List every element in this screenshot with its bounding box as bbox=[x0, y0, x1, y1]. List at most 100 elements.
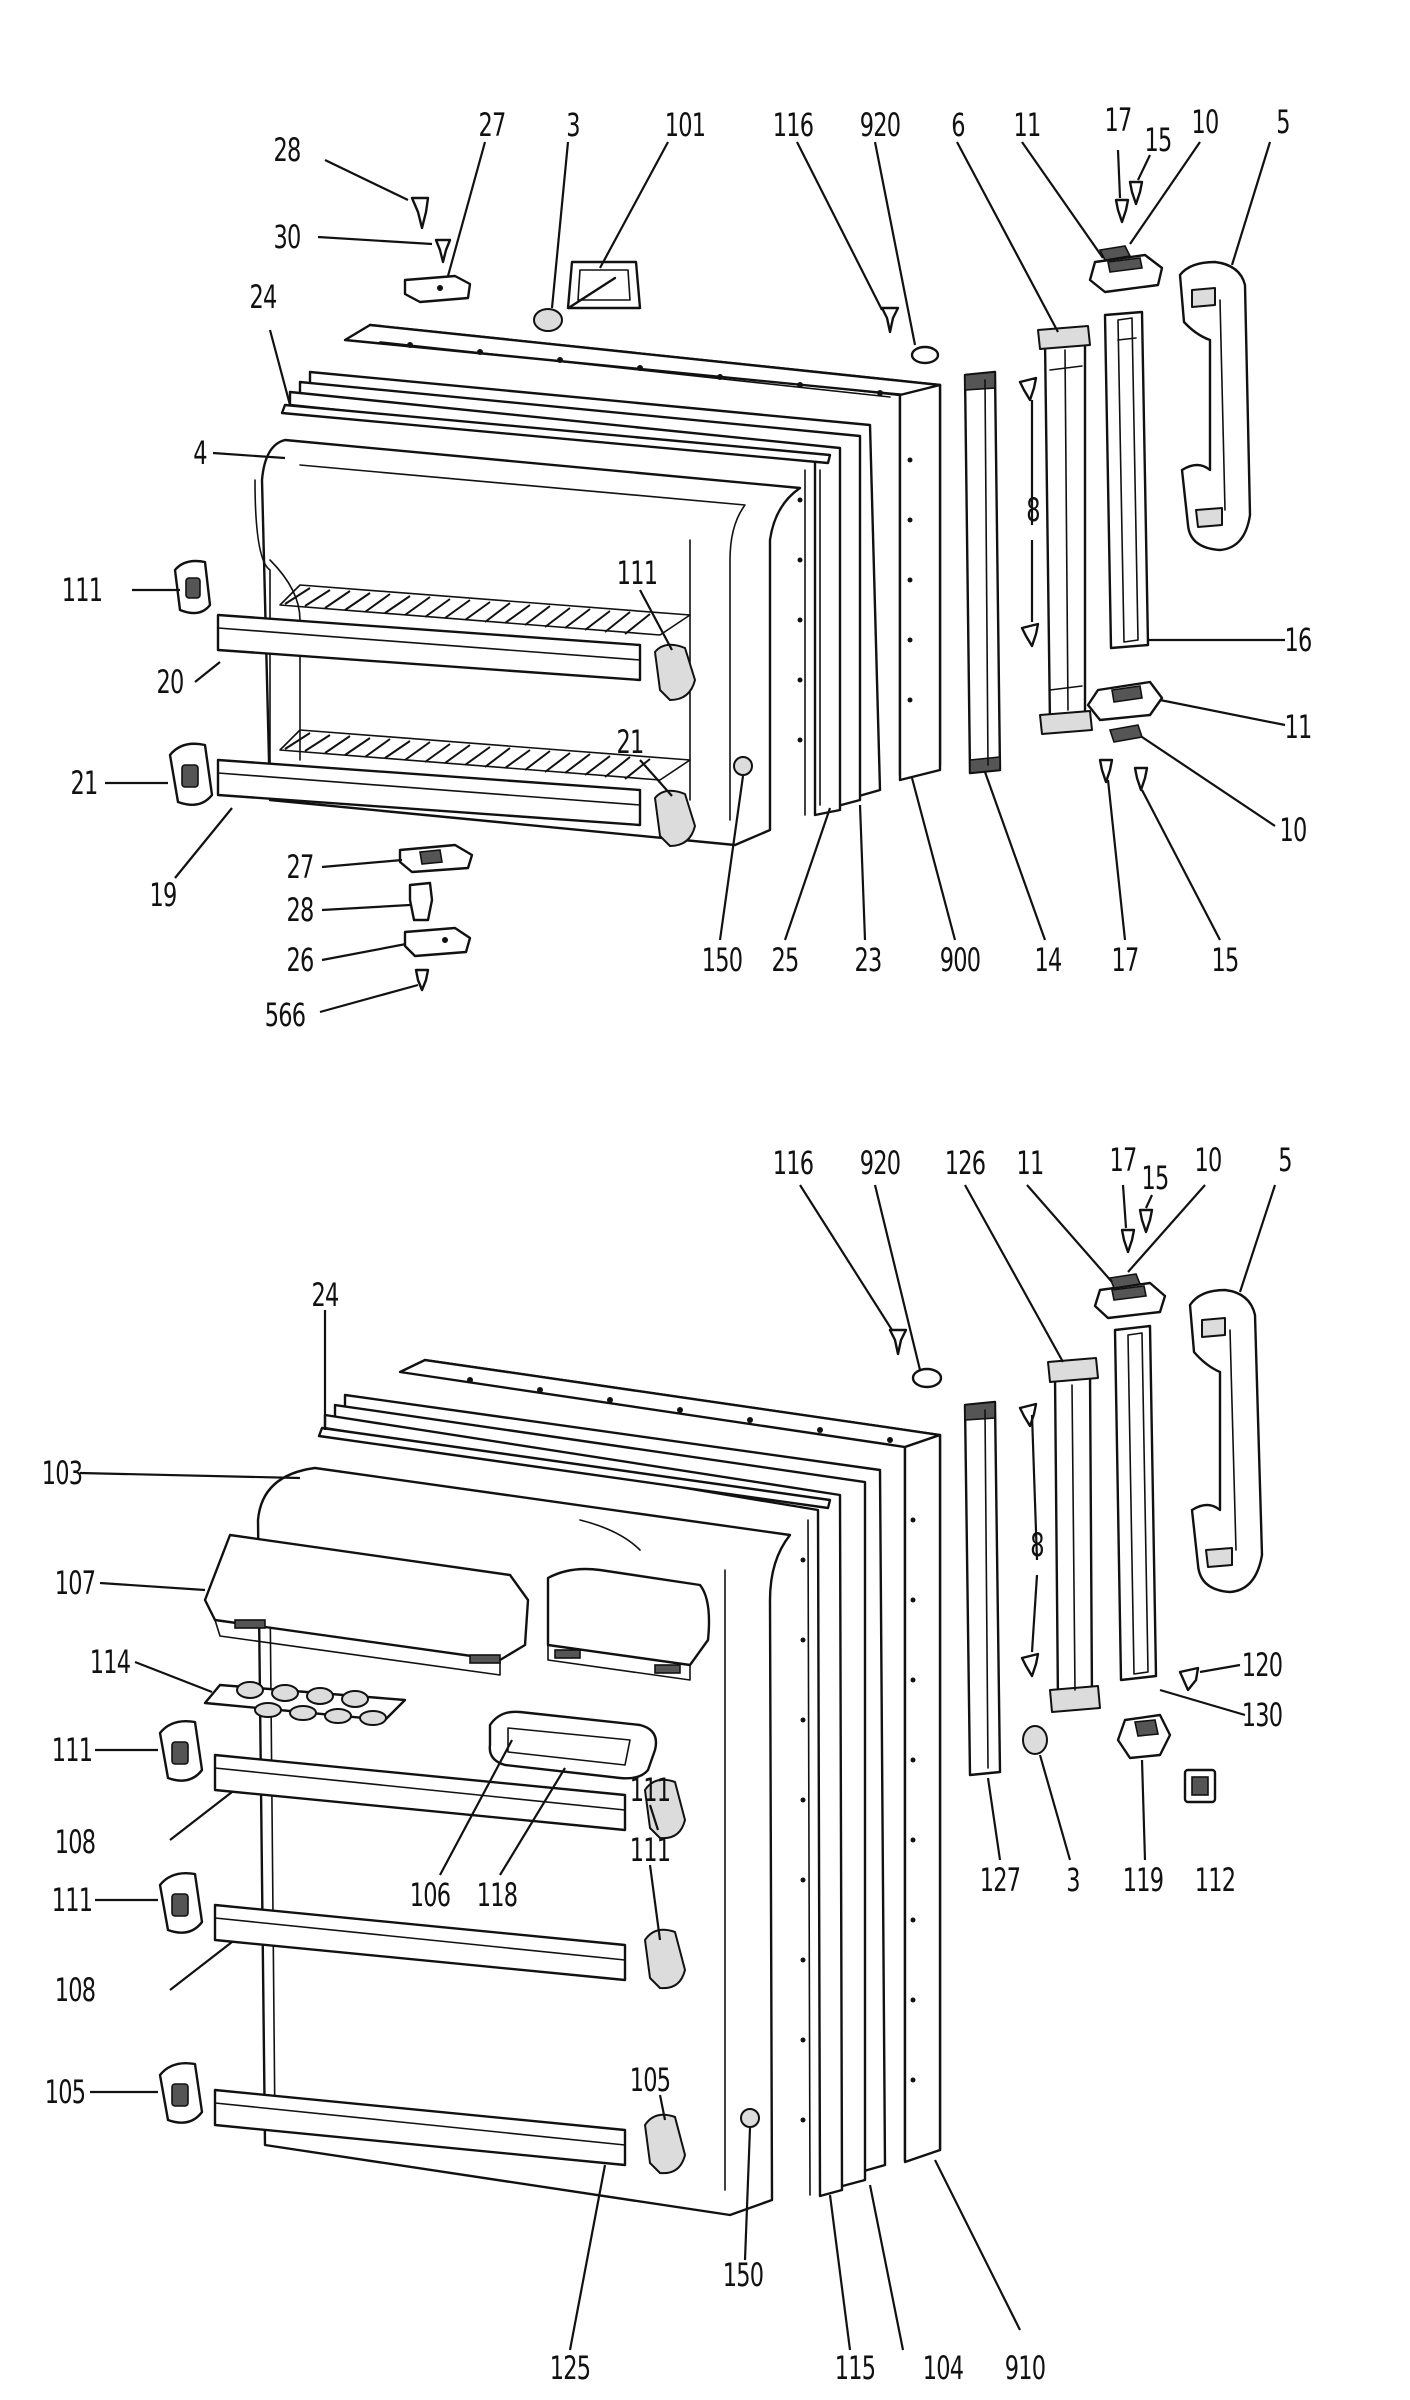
hinge-bar-6 bbox=[1037, 325, 1093, 735]
callout-label: 8 bbox=[1030, 1526, 1044, 1564]
callout-label: 11 bbox=[1284, 708, 1312, 746]
callout-label: 115 bbox=[834, 2349, 876, 2387]
callout-label: 25 bbox=[771, 941, 799, 979]
hinge-pin-28 bbox=[408, 881, 434, 922]
callout-label: 4 bbox=[193, 434, 207, 472]
top-trim-strip bbox=[280, 403, 832, 465]
screw-566 bbox=[414, 968, 430, 992]
callout-label: 21 bbox=[70, 764, 98, 802]
callout-label: 3 bbox=[566, 106, 580, 144]
callout-label: 10 bbox=[1191, 103, 1219, 141]
screw-15-bottom bbox=[1133, 766, 1149, 792]
callout-label: 111 bbox=[616, 554, 658, 592]
upper-door-assembly bbox=[105, 141, 1286, 1014]
callout-label: 125 bbox=[549, 2349, 591, 2387]
end-cap-111-lower-a bbox=[158, 1719, 204, 1782]
screw-15-top bbox=[1128, 180, 1144, 206]
callout-label: 3 bbox=[1066, 1861, 1080, 1899]
callout-label: 108 bbox=[54, 1823, 96, 1861]
clip-10-bottom bbox=[1108, 724, 1144, 743]
upper-leaders bbox=[105, 141, 1286, 1014]
plug-920-lower bbox=[911, 1367, 943, 1389]
badge-101 bbox=[566, 260, 642, 310]
bumper-3-lower bbox=[1022, 1725, 1048, 1755]
callout-label: 14 bbox=[1034, 941, 1062, 979]
callout-label: 8 bbox=[1026, 491, 1040, 529]
callout-label: 24 bbox=[311, 1276, 339, 1314]
screw-17-bottom bbox=[1098, 758, 1114, 784]
callout-label: 105 bbox=[629, 2061, 671, 2099]
callout-label: 5 bbox=[1276, 103, 1290, 141]
clip-10-lower bbox=[1108, 1273, 1142, 1289]
lower-door-assembly bbox=[79, 1184, 1277, 2351]
callout-label: 20 bbox=[156, 663, 184, 701]
callout-label: 101 bbox=[664, 106, 706, 144]
callout-label: 28 bbox=[286, 891, 314, 929]
rail-end-cap-lower-3 bbox=[644, 2113, 686, 2175]
callout-label: 920 bbox=[859, 106, 901, 144]
screw-8-a bbox=[1018, 376, 1038, 402]
screw-17-lower bbox=[1120, 1228, 1136, 1254]
door-handle-5-lower bbox=[1188, 1288, 1264, 1594]
butter-frame-118 bbox=[488, 1710, 658, 1780]
callout-label: 11 bbox=[1016, 1144, 1044, 1182]
screw-116-lower bbox=[888, 1328, 908, 1356]
callout-label: 17 bbox=[1104, 101, 1132, 139]
callout-label: 910 bbox=[1004, 2349, 1046, 2387]
handle-cap-lower-top bbox=[1093, 1281, 1167, 1320]
callout-label: 111 bbox=[629, 1831, 671, 1869]
callout-label: 106 bbox=[409, 1876, 451, 1914]
callout-label: 107 bbox=[54, 1564, 96, 1602]
callout-label: 27 bbox=[478, 106, 506, 144]
callout-label: 19 bbox=[149, 876, 177, 914]
callout-label: 30 bbox=[273, 218, 301, 256]
shelf-rail-108-lower bbox=[213, 1903, 627, 1982]
shelf-rail-108-upper bbox=[213, 1753, 627, 1832]
handle-cap-119 bbox=[1116, 1713, 1172, 1760]
callout-label: 103 bbox=[41, 1454, 83, 1492]
channel-14 bbox=[963, 370, 1002, 775]
screw-8-b bbox=[1020, 622, 1040, 648]
bottom-hinge-27 bbox=[398, 843, 474, 874]
screw-120 bbox=[1178, 1666, 1200, 1692]
callout-label: 104 bbox=[922, 2349, 964, 2387]
handle-cap-bottom bbox=[1086, 680, 1164, 722]
callout-label: 15 bbox=[1211, 941, 1239, 979]
handle-channel-130 bbox=[1113, 1324, 1158, 1682]
top-trim-strip-lower bbox=[317, 1426, 832, 1510]
callout-label: 116 bbox=[772, 106, 814, 144]
callout-label: 21 bbox=[616, 723, 644, 761]
screw-8-lower-b bbox=[1020, 1652, 1040, 1678]
hinge-bar-126 bbox=[1047, 1357, 1101, 1713]
screw-8-lower-a bbox=[1018, 1402, 1038, 1428]
callout-label: 105 bbox=[44, 2073, 86, 2111]
end-cap-105-lower bbox=[158, 2061, 204, 2124]
callout-label: 111 bbox=[51, 1881, 93, 1919]
callout-label: 28 bbox=[273, 131, 301, 169]
callout-label: 6 bbox=[951, 106, 965, 144]
callout-label: 27 bbox=[286, 848, 314, 886]
callout-label: 120 bbox=[1241, 1646, 1283, 1684]
callout-label: 126 bbox=[944, 1144, 986, 1182]
dairy-compartment-107 bbox=[203, 1533, 711, 1681]
upper-shelf-rail bbox=[216, 584, 691, 682]
callout-label: 15 bbox=[1141, 1159, 1169, 1197]
callout-label: 900 bbox=[939, 941, 981, 979]
lower-leaders bbox=[79, 1184, 1277, 2351]
shelf-rail-125 bbox=[213, 2088, 627, 2167]
rail-end-cap-lower-2 bbox=[644, 1928, 686, 1990]
callout-label: 11 bbox=[1013, 106, 1041, 144]
end-cap-111-lower-b bbox=[158, 1871, 204, 1934]
screw-150-lower bbox=[740, 2108, 760, 2128]
screw-150-upper bbox=[733, 756, 753, 776]
outer-door-panel bbox=[343, 323, 942, 782]
callout-label: 23 bbox=[854, 941, 882, 979]
callout-label: 116 bbox=[772, 1144, 814, 1182]
outer-door-panel-lower bbox=[398, 1358, 942, 2164]
egg-tray-114 bbox=[203, 1681, 407, 1726]
handle-channel-16 bbox=[1103, 310, 1150, 650]
callout-label: 150 bbox=[722, 2256, 764, 2294]
callout-label: 24 bbox=[249, 278, 277, 316]
